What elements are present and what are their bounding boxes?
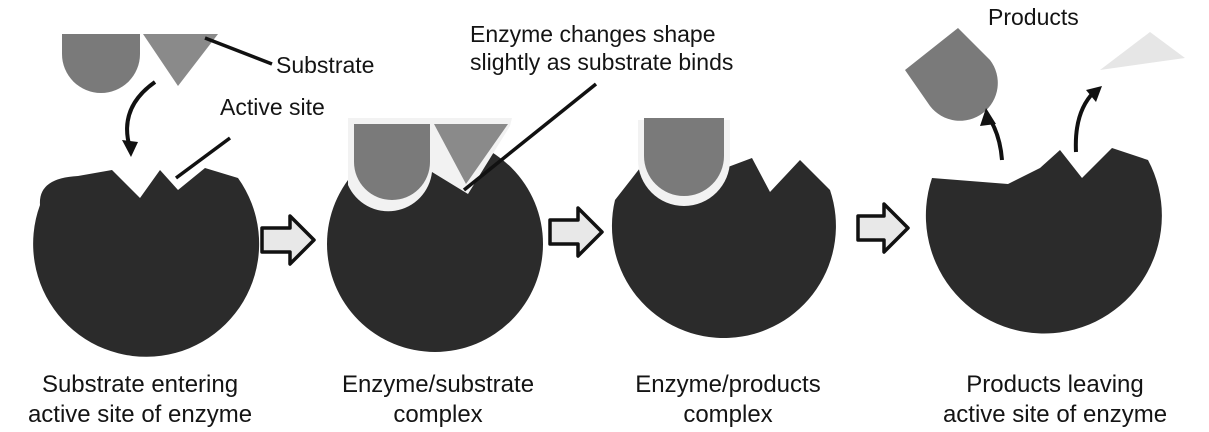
products-annotation: Products [988,4,1079,31]
caption-stage-1-line-1: Substrate entering [20,370,260,400]
caption-stage-3-line-1: Enzyme/products [608,370,848,400]
process-arrow-3 [858,204,908,252]
entering-arrowhead [122,140,138,157]
caption-stage-2: Enzyme/substrate complex [318,370,558,430]
shape-change-line-2: slightly as substrate binds [470,48,733,76]
shape-change-annotation: Enzyme changes shape slightly as substra… [470,20,733,76]
enzyme-body [926,148,1162,334]
caption-stage-2-line-1: Enzyme/substrate [318,370,558,400]
stage-3-enzyme-products-complex [612,118,836,338]
product-round-bound [644,118,724,196]
substrate-annotation: Substrate [276,52,374,79]
entering-arrow [127,82,155,148]
caption-stage-2-line-2: complex [318,400,558,430]
caption-stage-4: Products leaving active site of enzyme [920,370,1190,430]
product-round-released [905,28,998,121]
caption-stage-4-line-2: active site of enzyme [920,400,1190,430]
active-site-annotation: Active site [220,94,325,121]
stage-1-substrate-entering [33,34,259,357]
process-arrow-2 [550,208,602,256]
caption-stage-4-line-1: Products leaving [920,370,1190,400]
stage-4-products-leaving [905,28,1185,334]
caption-stage-1-line-2: active site of enzyme [20,400,260,430]
release-arrow-right [1076,92,1094,152]
substrate-round-piece [62,34,140,93]
substrate-triangle-piece [143,34,218,86]
caption-stage-1: Substrate entering active site of enzyme [20,370,260,430]
shape-change-line-1: Enzyme changes shape [470,20,733,48]
caption-stage-3-line-2: complex [608,400,848,430]
product-triangle-released [1100,32,1185,70]
substrate-round-bound [354,124,430,200]
caption-stage-3: Enzyme/products complex [608,370,848,430]
process-arrow-1 [262,216,314,264]
substrate-callout-line [205,38,272,64]
enzyme-body [33,168,259,357]
